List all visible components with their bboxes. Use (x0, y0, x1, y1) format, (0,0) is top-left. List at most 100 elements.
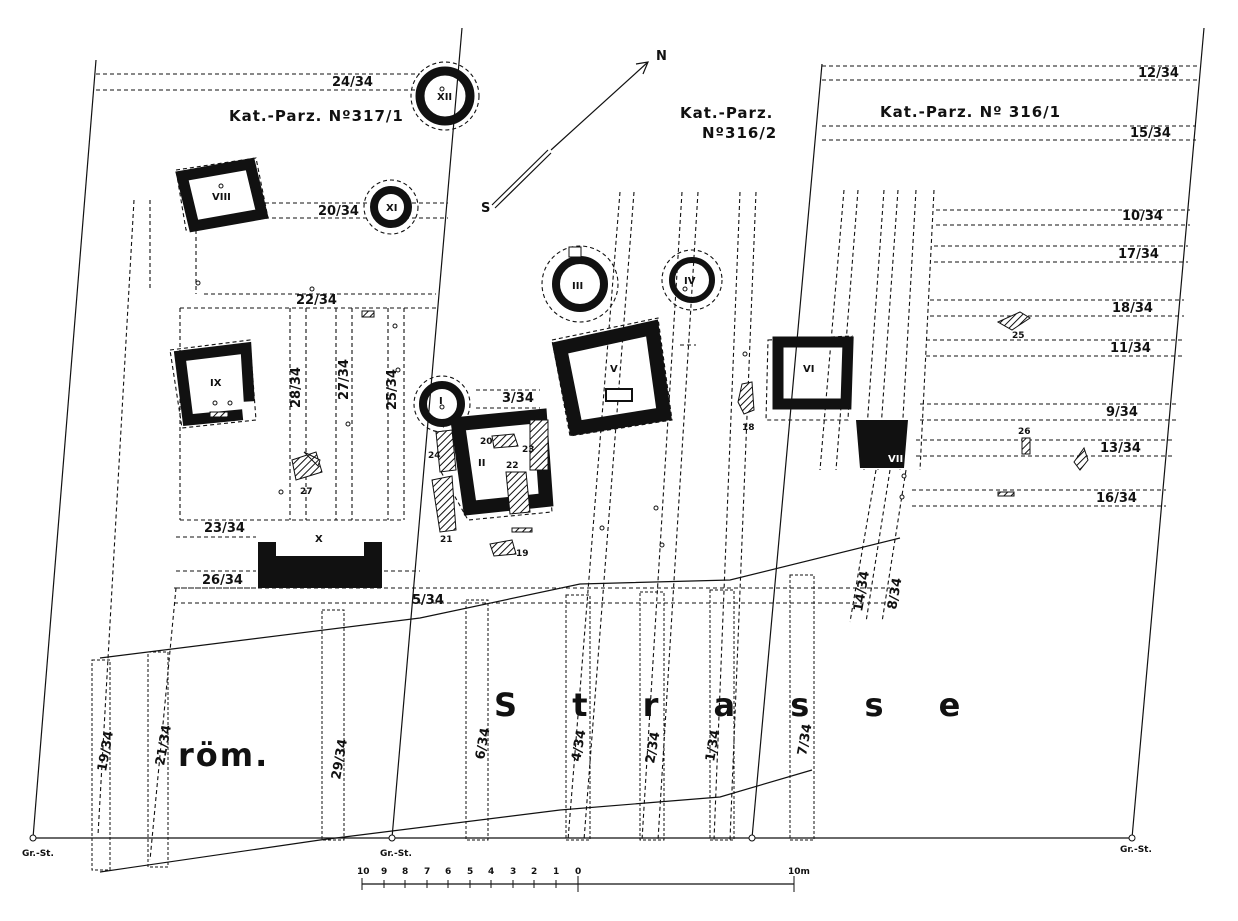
parcel-316-2-line1: Kat.-Parz. (680, 104, 773, 122)
structure-iii: III (541, 245, 619, 323)
find-19 (489, 539, 517, 557)
find-22 (505, 471, 531, 515)
label-i: I (439, 396, 443, 407)
label-x: X (315, 534, 323, 545)
trench-23-34: 23/34 (204, 521, 245, 536)
scale-tick-5: 5 (467, 867, 473, 877)
structure-vii: VII (856, 420, 908, 468)
trench-outlines-middle (567, 191, 757, 841)
trench-14-34: 14/34 (851, 570, 873, 613)
find-26 (1021, 437, 1031, 455)
parcel-316-1: Kat.-Parz. Nº 316/1 (880, 103, 1061, 121)
boundary-far-right (1131, 27, 1205, 839)
finds: 27 20 22 23 24 21 19 18 25 26 (209, 310, 1089, 559)
trench-21-34: 21/34 (153, 724, 175, 767)
structure-ix: IX (169, 339, 257, 429)
structure-x: X (258, 534, 382, 588)
find-20 (491, 433, 519, 449)
survey-point-middle: Gr.-St. (380, 849, 412, 859)
label-vi: VI (803, 364, 814, 375)
label-vii: VII (888, 454, 903, 465)
find-24 (435, 429, 457, 473)
find-label-25: 25 (1012, 331, 1025, 341)
trench-1-34: 1/34 (703, 729, 723, 763)
label-xii: XII (437, 92, 452, 103)
find-label-18: 18 (742, 423, 755, 433)
scale-tick-8: 8 (402, 867, 408, 877)
trench-6-34: 6/34 (473, 727, 493, 761)
scale-tick-1: 1 (553, 867, 559, 877)
trench-10-34: 10/34 (1122, 209, 1163, 224)
scale-tick-10: 10 (357, 867, 370, 877)
scale-tick-2: 2 (531, 867, 537, 877)
trench-29-34: 29/34 (329, 738, 351, 781)
trench-2-34: 2/34 (643, 731, 663, 765)
find-label-22: 22 (506, 461, 519, 471)
scale-end-label: 10m (788, 867, 810, 877)
road-trench-strips (91, 574, 815, 871)
survey-point-right: Gr.-St. (1120, 845, 1152, 855)
trench-16-34: 16/34 (1096, 491, 1137, 506)
trench-4-34: 4/34 (569, 729, 589, 763)
north-arrow: N S (481, 49, 667, 216)
parcel-317: Kat.-Parz. Nº317/1 (229, 107, 404, 125)
road-labels: röm. S t r a s s e (178, 686, 960, 774)
boundary-right (751, 63, 823, 839)
find-25 (996, 311, 1031, 331)
scale-tick-6: 6 (445, 867, 451, 877)
structure-viii: VIII (175, 157, 269, 233)
trench-5-34: 5/34 (412, 593, 444, 608)
structure-xi: XI (363, 179, 419, 235)
scale-tick-7: 7 (424, 867, 430, 877)
find-small-3 (361, 310, 375, 318)
roman-road (99, 537, 901, 873)
scale-bar: 10 9 8 7 6 5 4 3 2 1 0 10m (357, 867, 810, 892)
trench-20-34: 20/34 (318, 204, 359, 219)
trench-9-34: 9/34 (1106, 405, 1138, 420)
find-label-23: 23 (522, 445, 535, 455)
parcel-316-2-line2: Nº316/2 (702, 124, 777, 142)
south-label: S (481, 201, 490, 216)
find-label-19: 19 (516, 549, 529, 559)
parcel-boundaries (32, 27, 1205, 839)
scale-tick-3: 3 (510, 867, 516, 877)
trench-25-34: 25/34 (385, 369, 400, 410)
boundary-left (32, 59, 97, 839)
trench-8-34: 8/34 (885, 577, 905, 611)
structure-vi: VI (765, 335, 854, 421)
boundary-middle (391, 27, 463, 839)
find-label-26: 26 (1018, 427, 1031, 437)
scale-tick-4: 4 (488, 867, 494, 877)
find-small-5 (511, 527, 533, 533)
label-ii: II (478, 458, 485, 469)
posts (195, 86, 907, 548)
structure-v: V (551, 317, 673, 437)
trench-7-34: 7/34 (795, 723, 815, 757)
trench-3-34: 3/34 (502, 391, 534, 406)
trench-12-34: 12/34 (1138, 66, 1179, 81)
road-label-rom: röm. (178, 736, 269, 774)
trench-11-34: 11/34 (1110, 341, 1151, 356)
survey-points: Gr.-St. Gr.-St. Gr.-St. (22, 834, 1152, 859)
trench-labels-right: 12/34 15/34 10/34 17/34 18/34 11/34 9/34… (1096, 66, 1179, 506)
find-23 (529, 419, 549, 471)
find-label-20: 20 (480, 437, 493, 447)
label-iii: III (572, 281, 583, 292)
find-small-4 (209, 411, 229, 418)
structure-xii: XII (410, 61, 480, 131)
find-small-1 (1073, 446, 1089, 471)
structure-iv: IV (661, 249, 723, 311)
trench-22-34: 22/34 (296, 293, 337, 308)
label-v: V (610, 364, 618, 375)
find-27-b (303, 451, 321, 467)
scale-tick-9: 9 (381, 867, 387, 877)
label-viii: VIII (212, 192, 231, 203)
find-18 (737, 381, 755, 415)
label-ix: IX (210, 378, 222, 389)
trench-18-34: 18/34 (1112, 301, 1153, 316)
north-label: N (656, 49, 667, 64)
trench-26-34: 26/34 (202, 573, 243, 588)
trench-19-34: 19/34 (95, 730, 117, 773)
find-label-24: 24 (428, 451, 441, 461)
